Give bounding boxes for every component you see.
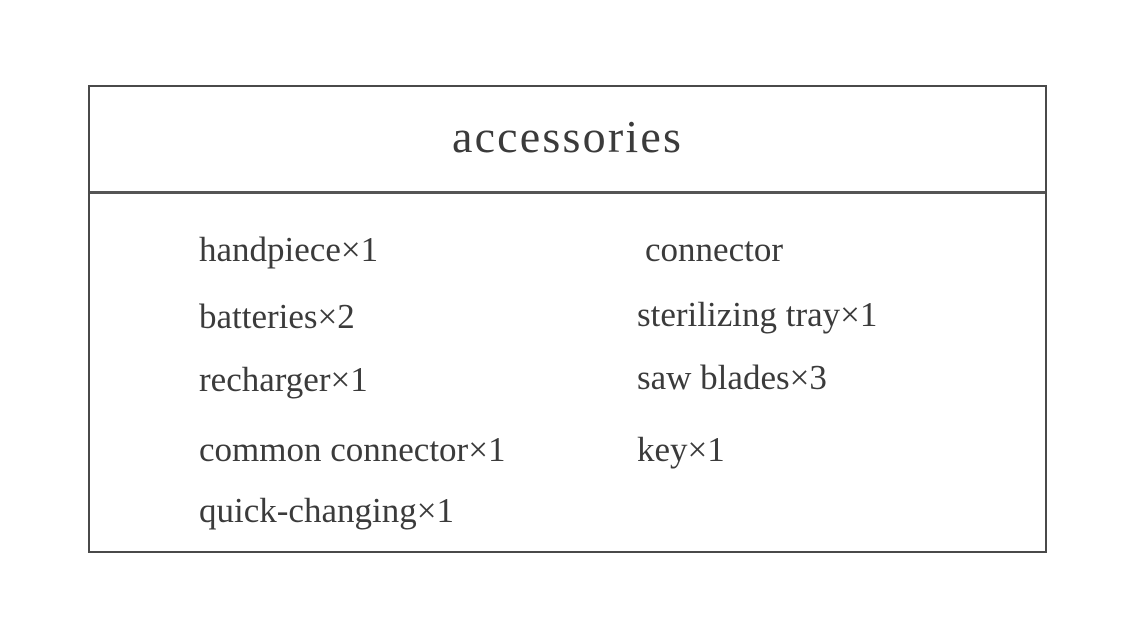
accessory-item: sterilizing tray×1 — [637, 295, 878, 334]
accessory-item: common connector×1 — [199, 430, 506, 469]
accessories-table: accessories handpiece×1 batteries×2 rech… — [88, 85, 1047, 553]
accessory-item: recharger×1 — [199, 360, 368, 399]
accessory-item: saw blades×3 — [637, 358, 827, 397]
accessory-item: batteries×2 — [199, 297, 355, 336]
accessories-column-left: handpiece×1 batteries×2 recharger×1 comm… — [197, 194, 637, 551]
accessory-item: quick-changing×1 — [199, 491, 454, 530]
table-header: accessories — [90, 87, 1045, 194]
accessory-item: connector — [645, 230, 783, 269]
accessory-item: key×1 — [637, 430, 725, 469]
table-body: handpiece×1 batteries×2 recharger×1 comm… — [90, 194, 1045, 551]
accessory-item: handpiece×1 — [199, 230, 379, 269]
accessories-column-right: connector sterilizing tray×1 saw blades×… — [635, 194, 1035, 551]
table-title: accessories — [451, 111, 684, 162]
